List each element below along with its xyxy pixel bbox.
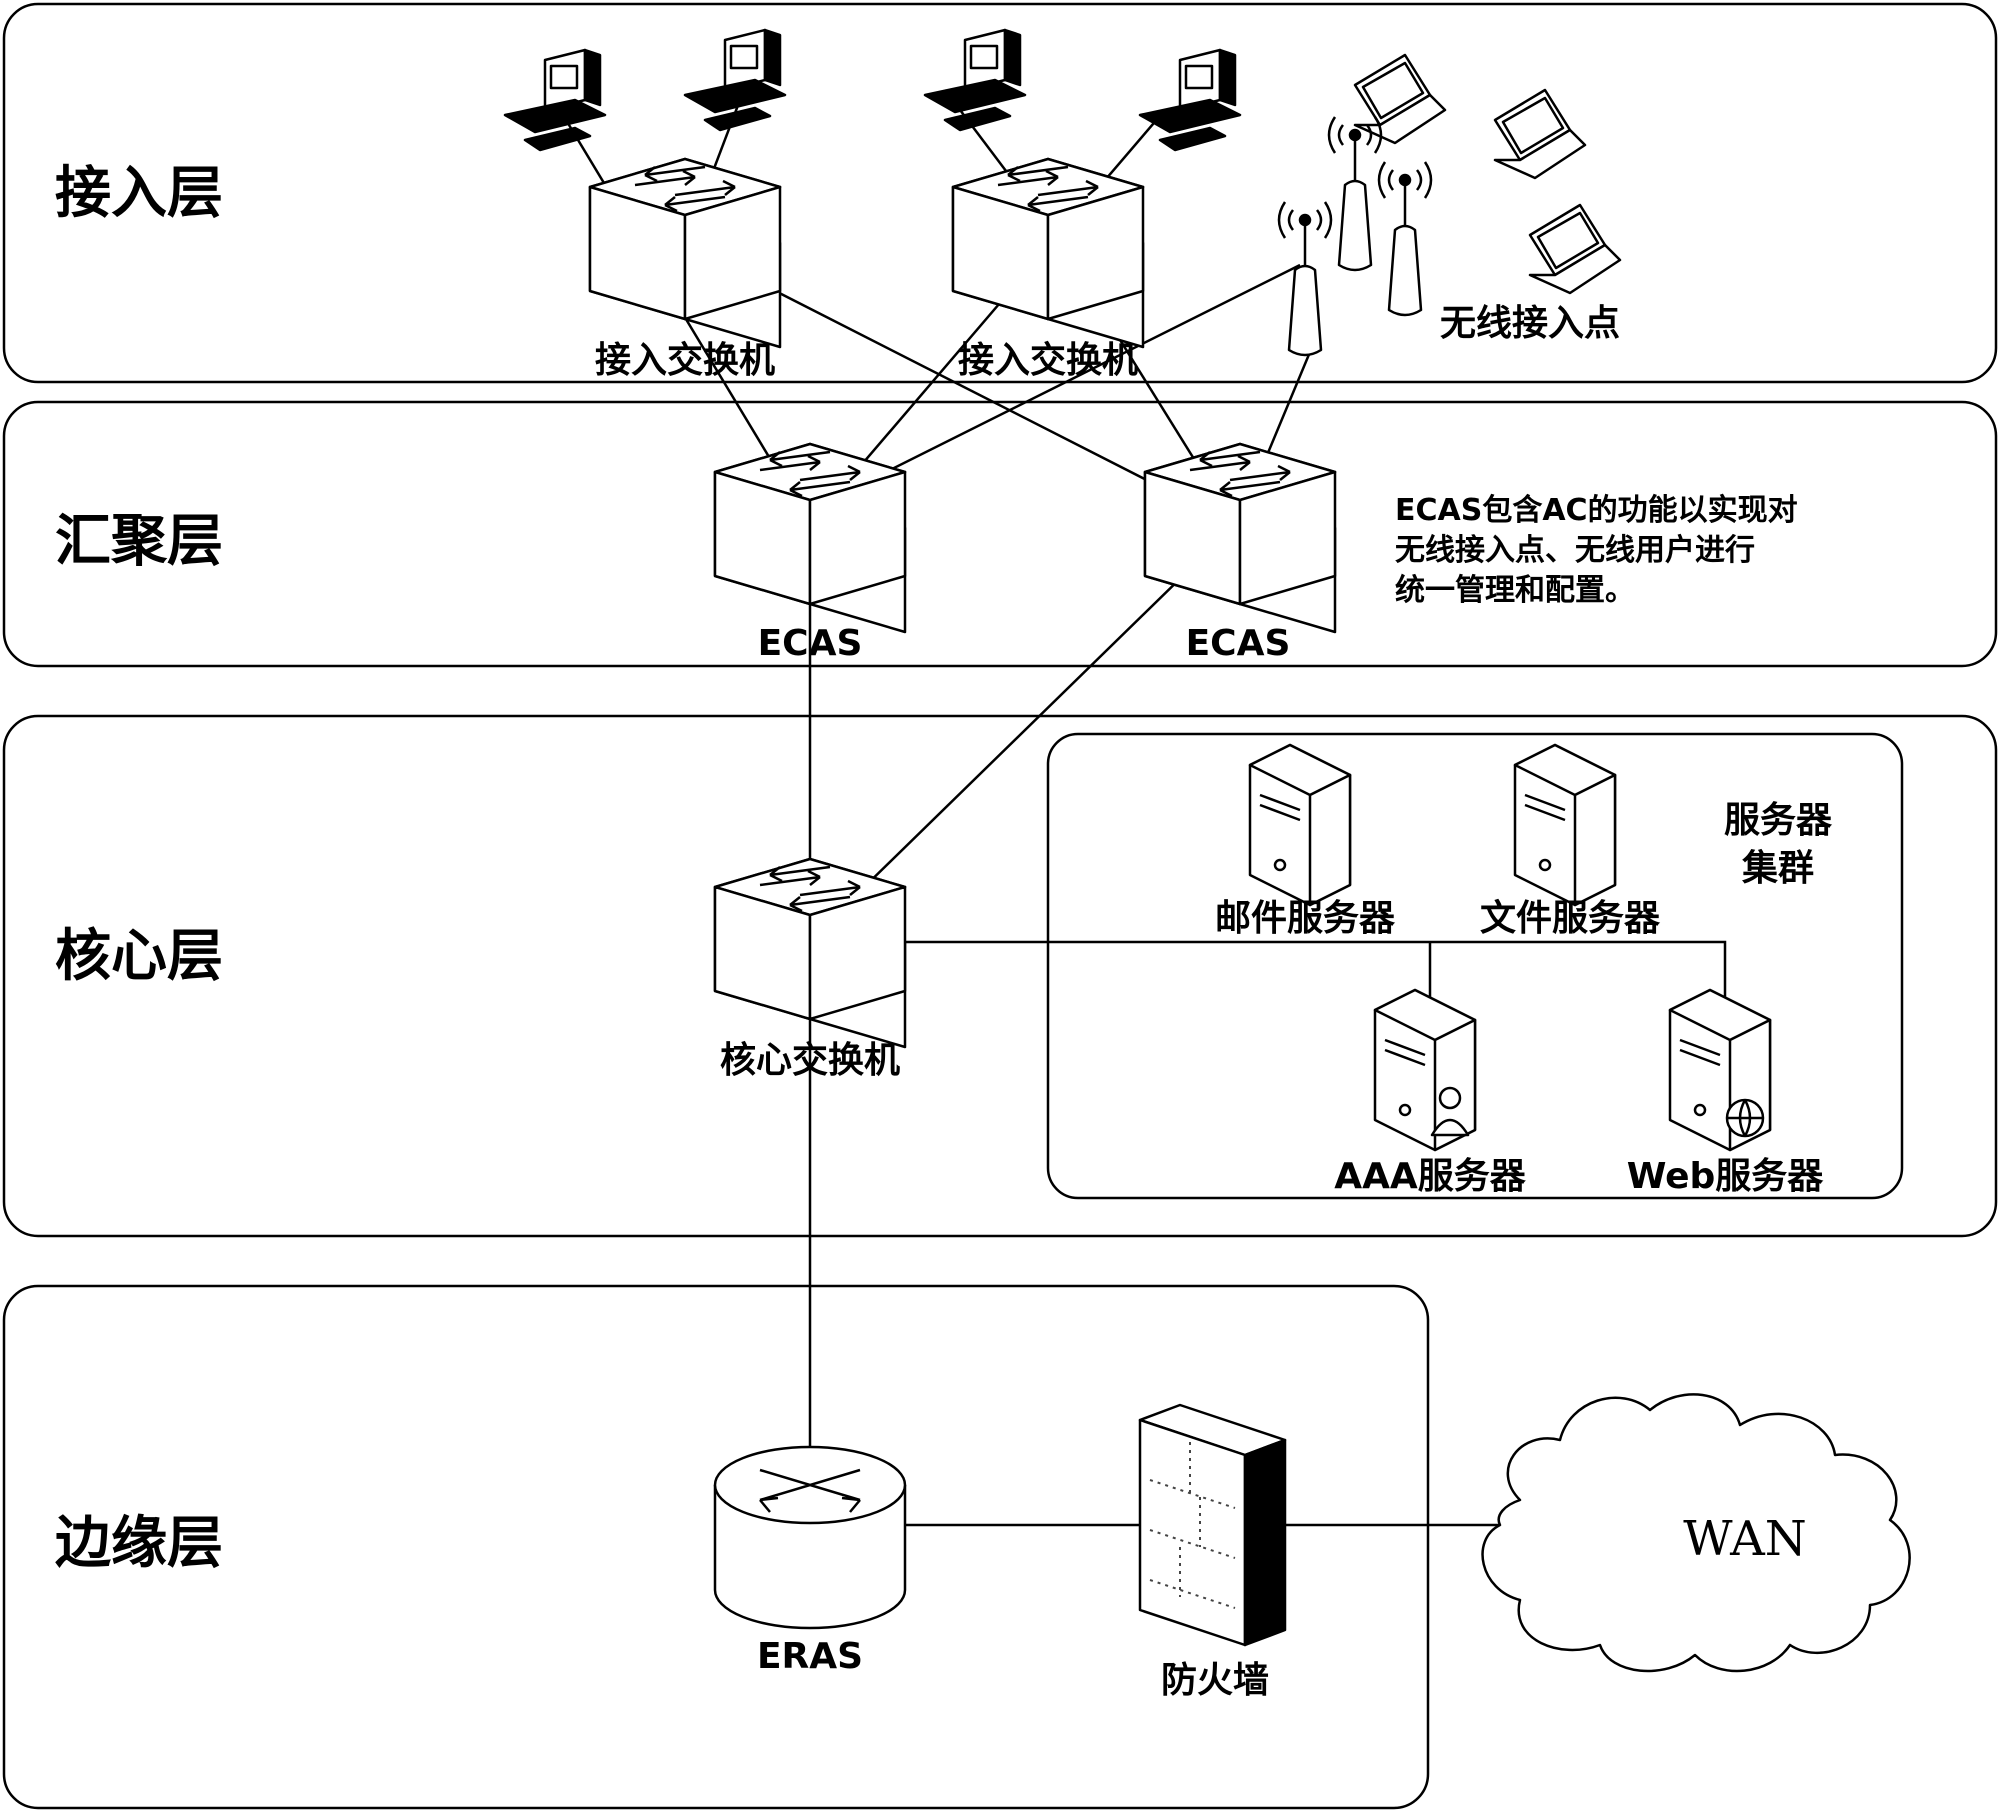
core-switch-label: 核心交换机 [720,1039,900,1081]
ecas-note-line3: 统一管理和配置。 [1395,573,1635,608]
aggregation-layer-title: 汇聚层 [55,509,223,574]
web-server-icon [1670,990,1770,1150]
wireless-ap-label: 无线接入点 [1440,303,1620,344]
server-cluster-label-line1: 服务器 [1724,800,1833,841]
ecas-2-label: ECAS [1186,623,1291,664]
mail-server-label: 邮件服务器 [1215,898,1396,939]
access-switch-2-label: 接入交换机 [958,339,1138,381]
ecas-note-line1: ECAS包含AC的功能以实现对 [1395,493,1798,528]
router-icon [715,1447,905,1628]
server-icon [1250,745,1350,905]
aaa-server-label: AAA服务器 [1334,1156,1527,1197]
core-layer-title: 核心层 [55,924,223,989]
server-cluster-label-line2: 集群 [1741,848,1814,889]
access-layer-title: 接入层 [55,161,223,226]
firewall-label: 防火墙 [1161,1660,1269,1701]
access-switch-1-label: 接入交换机 [595,339,775,381]
wan-label: WAN [1683,1511,1807,1567]
eras-label: ERAS [757,1636,863,1677]
aaa-server-icon [1375,990,1475,1150]
server-icon [1515,745,1615,905]
ecas-1-label: ECAS [758,623,863,664]
firewall-icon [1140,1405,1285,1645]
file-server-label: 文件服务器 [1480,898,1661,939]
ecas-note-line2: 无线接入点、无线用户进行 [1395,533,1755,568]
web-server-label: Web服务器 [1627,1156,1825,1197]
edge-layer-title: 边缘层 [55,1511,223,1576]
